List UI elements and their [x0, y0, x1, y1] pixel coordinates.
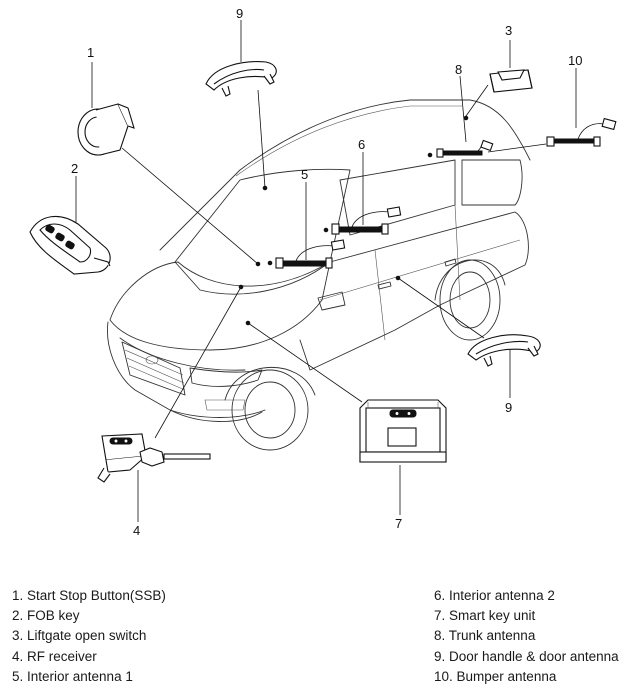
door-handle-antenna-top-part [205, 61, 277, 97]
legend-item: 1. Start Stop Button(SSB) [12, 588, 166, 603]
legend-item: 10. Bumper antenna [434, 668, 557, 684]
legend-item: 3. Liftgate open switch [12, 628, 147, 644]
callout-8: 8 [455, 62, 462, 77]
callout-4: 4 [133, 523, 140, 538]
callout-3: 3 [505, 23, 512, 38]
callout-1: 1 [87, 45, 94, 60]
callout-5: 5 [301, 167, 308, 182]
liftgate-switch-part [489, 69, 533, 93]
legend-item: 6. Interior antenna 2 [434, 588, 555, 603]
leader-lines [75, 20, 577, 522]
fob-key-part [29, 215, 111, 275]
legend-item: 8. Trunk antenna [434, 628, 536, 644]
callout-9-right: 9 [505, 400, 512, 415]
callout-6: 6 [358, 137, 365, 152]
component-location-diagram: 1 2 3 8 10 9 5 6 4 7 9 [29, 6, 617, 538]
rf-receiver-part [97, 433, 211, 483]
vehicle-outline [107, 99, 531, 451]
start-stop-button-part [77, 103, 135, 156]
legend-left-column: 1. Start Stop Button(SSB) 2. FOB key 3. … [12, 586, 166, 687]
callout-7: 7 [395, 516, 402, 531]
callout-10: 10 [568, 53, 582, 68]
interior-antenna-2-part [331, 206, 402, 235]
callout-labels: 1 2 3 8 10 9 5 6 4 7 9 [71, 6, 582, 538]
legend-item: 7. Smart key unit [434, 608, 536, 624]
trunk-antenna-part [436, 139, 494, 158]
legend-item: 9. Door handle & door antenna [434, 648, 619, 664]
smart-key-unit-part [359, 399, 447, 463]
legend-item: 5. Interior antenna 1 [12, 668, 133, 684]
bumper-antenna-part [546, 117, 617, 147]
callout-9-top: 9 [236, 6, 243, 21]
legend-right-column: 6. Interior antenna 2 7. Smart key unit … [434, 586, 619, 687]
legend-item: 2. FOB key [12, 608, 80, 624]
legend-item: 4. RF receiver [12, 648, 97, 664]
door-handle-antenna-right-part [467, 334, 541, 367]
interior-antenna-1-part [275, 239, 346, 269]
callout-2: 2 [71, 161, 78, 176]
